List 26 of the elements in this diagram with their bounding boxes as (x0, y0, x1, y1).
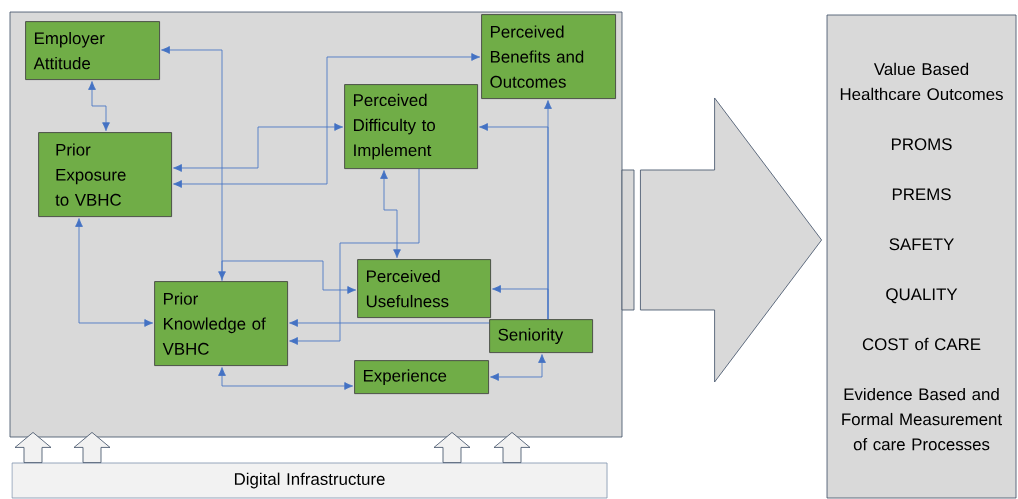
connector-arrow (173, 53, 481, 188)
block-arrow (73, 432, 111, 463)
block-arrow (14, 432, 52, 463)
connector-arrow (75, 218, 154, 327)
connector-arrow (173, 123, 344, 172)
foundation-bar: Digital Infrastructure (11, 462, 608, 499)
connector-arrow (88, 81, 110, 132)
block-arrow (640, 97, 822, 383)
connector-arrow (492, 285, 549, 320)
connector-arrow (221, 260, 357, 294)
factor-box: Perceived Difficulty to Implement (344, 84, 479, 169)
factor-box: Prior Knowledge of VBHC (154, 281, 289, 366)
connector-arrow (380, 170, 401, 259)
factor-box: Perceived Usefulness (357, 259, 492, 318)
outcomes-panel: Value Based Healthcare Outcomes PROMS PREMS SAFETY QUALITY COST of CARE Evidence Based and Formal Measurement of care Processes (826, 14, 1017, 499)
block-arrow (493, 432, 531, 463)
connector-arrow (289, 168, 420, 345)
connector-arrow (490, 354, 546, 381)
factor-box: Prior Exposure to VBHC (38, 132, 173, 217)
block-arrow (433, 432, 471, 463)
connector-arrow (218, 367, 354, 390)
factor-box: Employer Attitude (25, 21, 160, 80)
factor-box: Experience (354, 360, 489, 395)
connector-arrow (289, 319, 490, 327)
factor-box: Perceived Benefits and Outcomes (481, 14, 616, 99)
factor-box: Seniority (489, 319, 593, 354)
